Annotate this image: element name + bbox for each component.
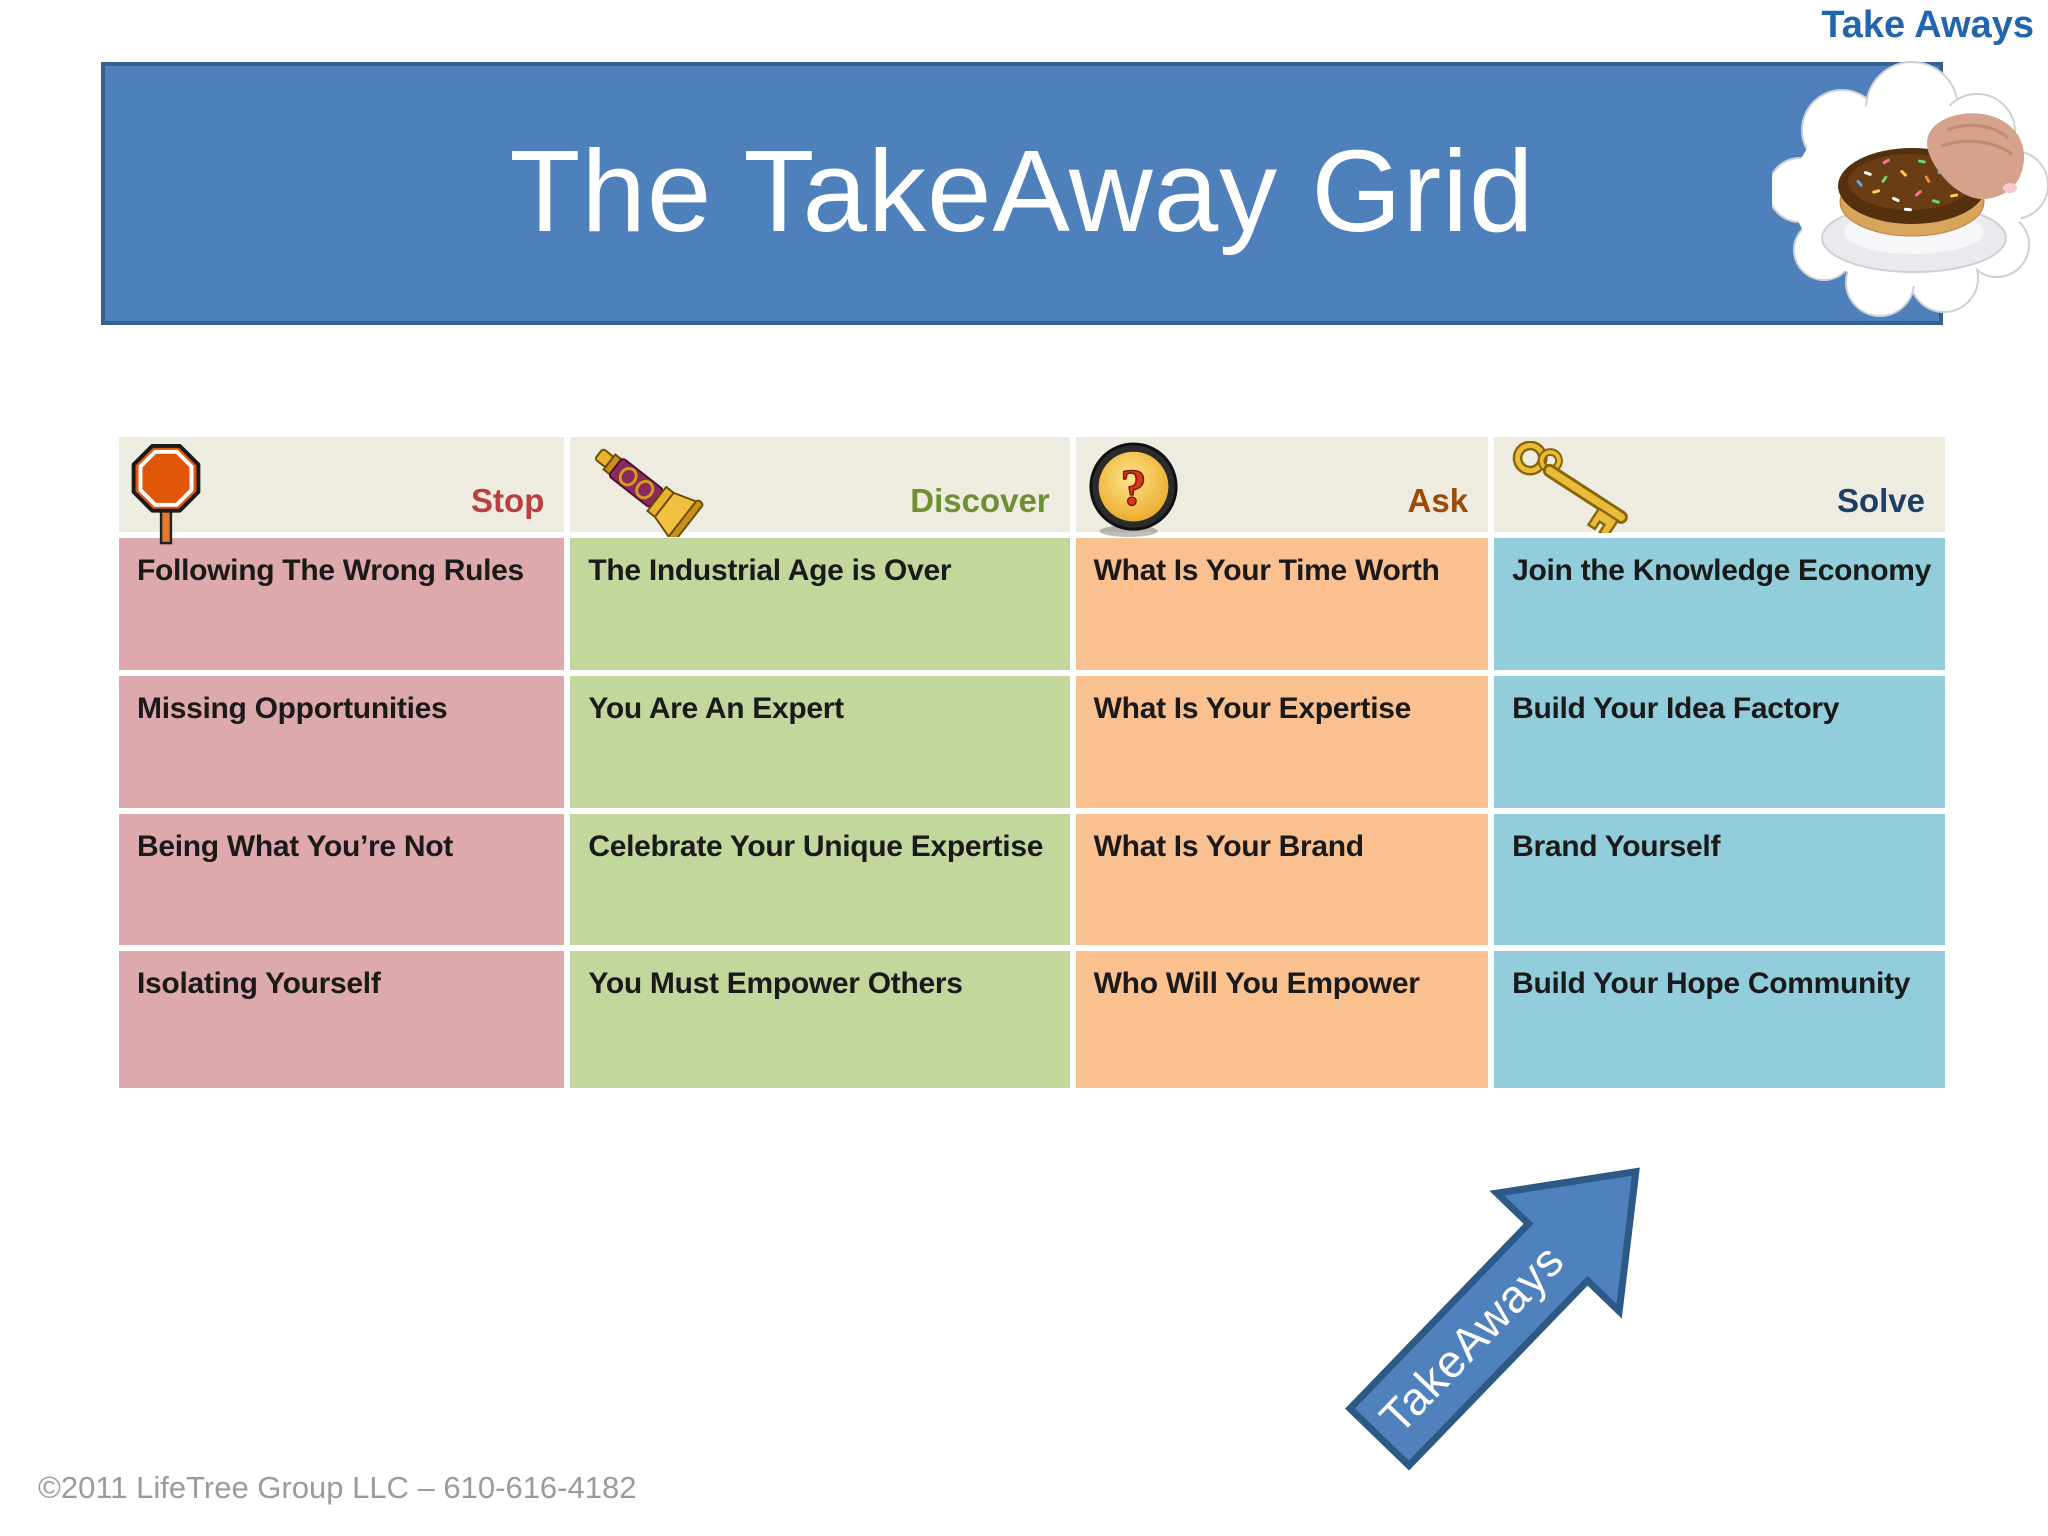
grid-cell-stop-2: Missing Opportunities [119,676,565,808]
grid-cell-solve-1: Join the Knowledge Economy [1494,538,1945,670]
cell-text: What Is Your Expertise [1093,692,1412,725]
takeaways-arrow: TakeAways [1308,1101,1709,1506]
grid-cell-solve-3: Brand Yourself [1494,814,1945,945]
stop-sign-icon [131,441,201,547]
cell-text: Isolating Yourself [137,967,381,1000]
column-header-label: Stop [471,482,545,519]
grid-cell-ask-2: What Is Your Expertise [1075,676,1489,808]
grid-cell-solve-4: Build Your Hope Community [1494,951,1945,1088]
column-header-label: Solve [1836,482,1925,519]
grid-cell-stop-4: Isolating Yourself [119,951,565,1088]
svg-text:?: ? [1120,459,1146,517]
grid-cell-ask-3: What Is Your Brand [1075,814,1489,945]
cell-text: You Must Empower Others [588,967,963,1000]
key-icon [1506,440,1642,539]
cell-text: Following The Wrong Rules [137,554,524,587]
grid-cell-discover-1: The Industrial Age is Over [570,538,1070,670]
column-header-label: Discover [910,482,1050,519]
grid-cell-ask-1: What Is Your Time Worth [1075,538,1489,670]
cell-text: Join the Knowledge Economy [1512,554,1931,587]
cell-text: Build Your Idea Factory [1512,692,1840,725]
grid-cell-stop-1: Following The Wrong Rules [119,538,565,670]
grid-cell-discover-2: You Are An Expert [570,676,1070,808]
title-bar: The TakeAway Grid [101,62,1943,325]
copyright-text: ©2011 LifeTree Group LLC – 610-616-4182 [38,1470,637,1505]
column-header-discover: Discover [570,437,1070,543]
grid-cell-discover-3: Celebrate Your Unique Expertise [570,814,1070,945]
telescope-icon [582,441,706,543]
arrow-shape-icon [1345,1167,1640,1471]
brand-label: Take Aways [1821,4,2034,46]
takeaway-grid: Stop Discover [119,437,1945,1088]
cell-text: What Is Your Time Worth [1093,554,1440,587]
cell-text: Missing Opportunities [137,692,448,725]
column-header-label: Ask [1407,482,1469,519]
cell-text: Brand Yourself [1512,830,1721,863]
donut-cloud-icon [1767,61,2048,317]
cell-text: Build Your Hope Community [1512,967,1911,1000]
cell-text: What Is Your Brand [1093,830,1364,863]
cell-text: You Are An Expert [588,692,844,725]
cell-text: Celebrate Your Unique Expertise [588,830,1044,863]
grid-cell-solve-2: Build Your Idea Factory [1494,676,1945,808]
donut-thought-cloud [1767,60,2048,320]
cell-text: Who Will You Empower [1093,967,1420,1000]
grid-cell-stop-3: Being What You’re Not [119,814,565,945]
column-header-stop: Stop [119,437,565,545]
cell-text: The Industrial Age is Over [588,554,952,587]
grid-cell-ask-4: Who Will You Empower [1075,951,1489,1088]
cell-text: Being What You’re Not [137,830,453,863]
page-title: The TakeAway Grid [509,125,1535,256]
hand-shape [1926,113,2025,200]
column-header-ask: ? Ask [1075,437,1489,537]
column-header-solve: Solve [1494,437,1945,539]
grid-cell-discover-4: You Must Empower Others [570,951,1070,1088]
question-coin-icon: ? [1088,441,1180,538]
